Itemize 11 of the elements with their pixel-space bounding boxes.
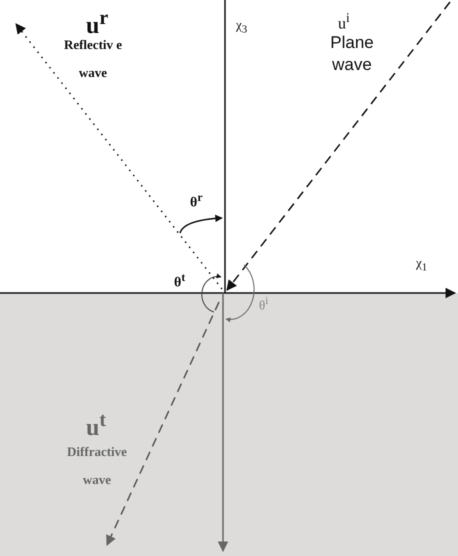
wave-symbol: u$^{i}$ xyxy=(338,11,350,32)
angle-label: θ$^{r}$ xyxy=(190,192,202,211)
axis-name: χ$_{1}$ xyxy=(416,256,428,274)
wave-name: Reflectiv e wave xyxy=(62,36,124,82)
wave-name: Plane wave xyxy=(329,32,375,76)
angle-label: θ$^{t}$ xyxy=(174,272,186,291)
angle-label: θ$^{i}$ xyxy=(259,296,268,312)
wave-symbol: u$^{t}$ xyxy=(86,410,106,440)
wave-name: Diffractive wave xyxy=(66,443,128,489)
wave-symbol: u$^{r}$ xyxy=(86,8,108,38)
axis-name: χ$_{3}$ xyxy=(236,18,248,36)
